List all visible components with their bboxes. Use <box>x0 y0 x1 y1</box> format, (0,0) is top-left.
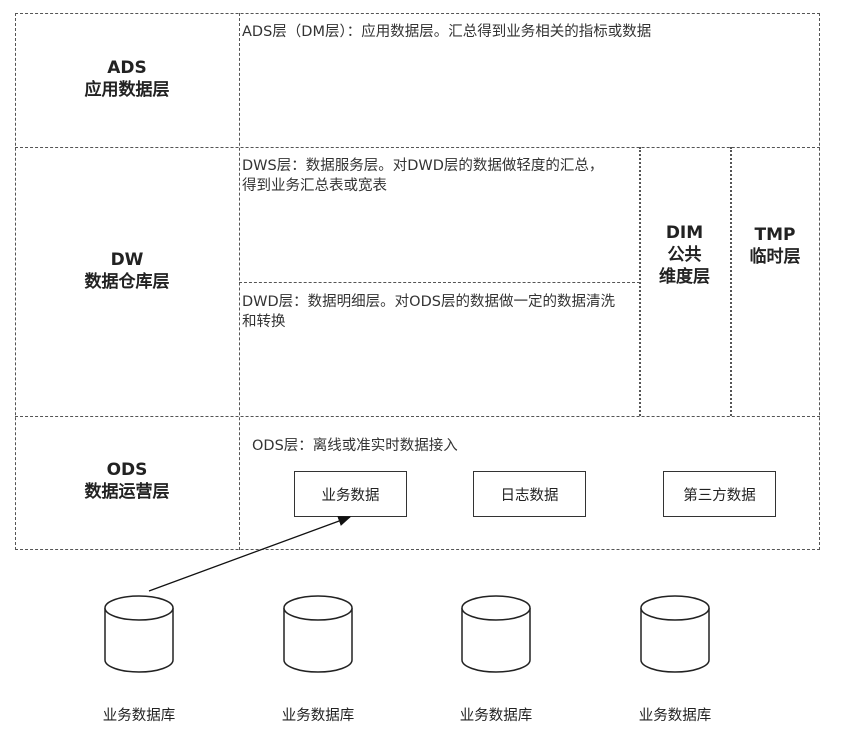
dws-layer-description: DWS层：数据服务层。对DWD层的数据做轻度的汇总，得到业务汇总表或宽表 <box>242 158 604 194</box>
ads-layer-description: ADS层（DM层）：应用数据层。汇总得到业务相关的指标或数据 <box>242 24 652 40</box>
source-third-party-data: 第三方数据 <box>663 471 776 517</box>
ads-layer-title: 应用数据层 <box>84 80 170 100</box>
source-log-data: 日志数据 <box>473 471 586 517</box>
database-label: 业务数据库 <box>459 708 533 724</box>
ods-layer-code: ODS <box>106 460 148 480</box>
database-cylinder-icon <box>104 595 174 673</box>
dim-left-divider <box>639 147 641 416</box>
database-label: 业务数据库 <box>102 708 176 724</box>
ods-layer-description: ODS层：离线或准实时数据接入 <box>252 438 458 454</box>
dim-layer-title-1: 公共 <box>667 245 702 265</box>
ods-layer-title: 数据运营层 <box>84 482 170 502</box>
tmp-layer-name: TMP 临时层 <box>730 224 820 268</box>
ads-layer-name: ADS 应用数据层 <box>15 57 239 101</box>
dim-layer-code: DIM <box>665 223 704 243</box>
dim-right-divider <box>730 147 732 416</box>
column-divider <box>239 13 240 550</box>
dw-layer-name: DW 数据仓库层 <box>15 249 239 293</box>
dim-layer-title-2: 维度层 <box>659 267 710 287</box>
architecture-frame <box>15 13 820 550</box>
dw-layer-title: 数据仓库层 <box>84 272 170 292</box>
dwd-layer-description: DWD层：数据明细层。对ODS层的数据做一定的数据清洗和转换 <box>242 294 615 330</box>
database-label: 业务数据库 <box>281 708 355 724</box>
dw-layer-code: DW <box>110 250 144 270</box>
database-label: 业务数据库 <box>638 708 712 724</box>
database-cylinder-icon <box>461 595 531 673</box>
dws-dwd-divider <box>239 282 640 283</box>
database-cylinder-icon <box>640 595 710 673</box>
ads-layer-code: ADS <box>107 58 147 78</box>
tmp-layer-code: TMP <box>754 225 796 245</box>
ads-dw-divider <box>15 147 820 148</box>
source-business-data: 业务数据 <box>294 471 407 517</box>
tmp-layer-title: 临时层 <box>749 247 801 267</box>
dim-layer-name: DIM 公共 维度层 <box>639 222 730 288</box>
ingest-arrow <box>148 516 352 592</box>
database-cylinder-icon <box>283 595 353 673</box>
ods-layer-name: ODS 数据运营层 <box>15 459 239 503</box>
dw-ods-divider <box>15 416 820 417</box>
